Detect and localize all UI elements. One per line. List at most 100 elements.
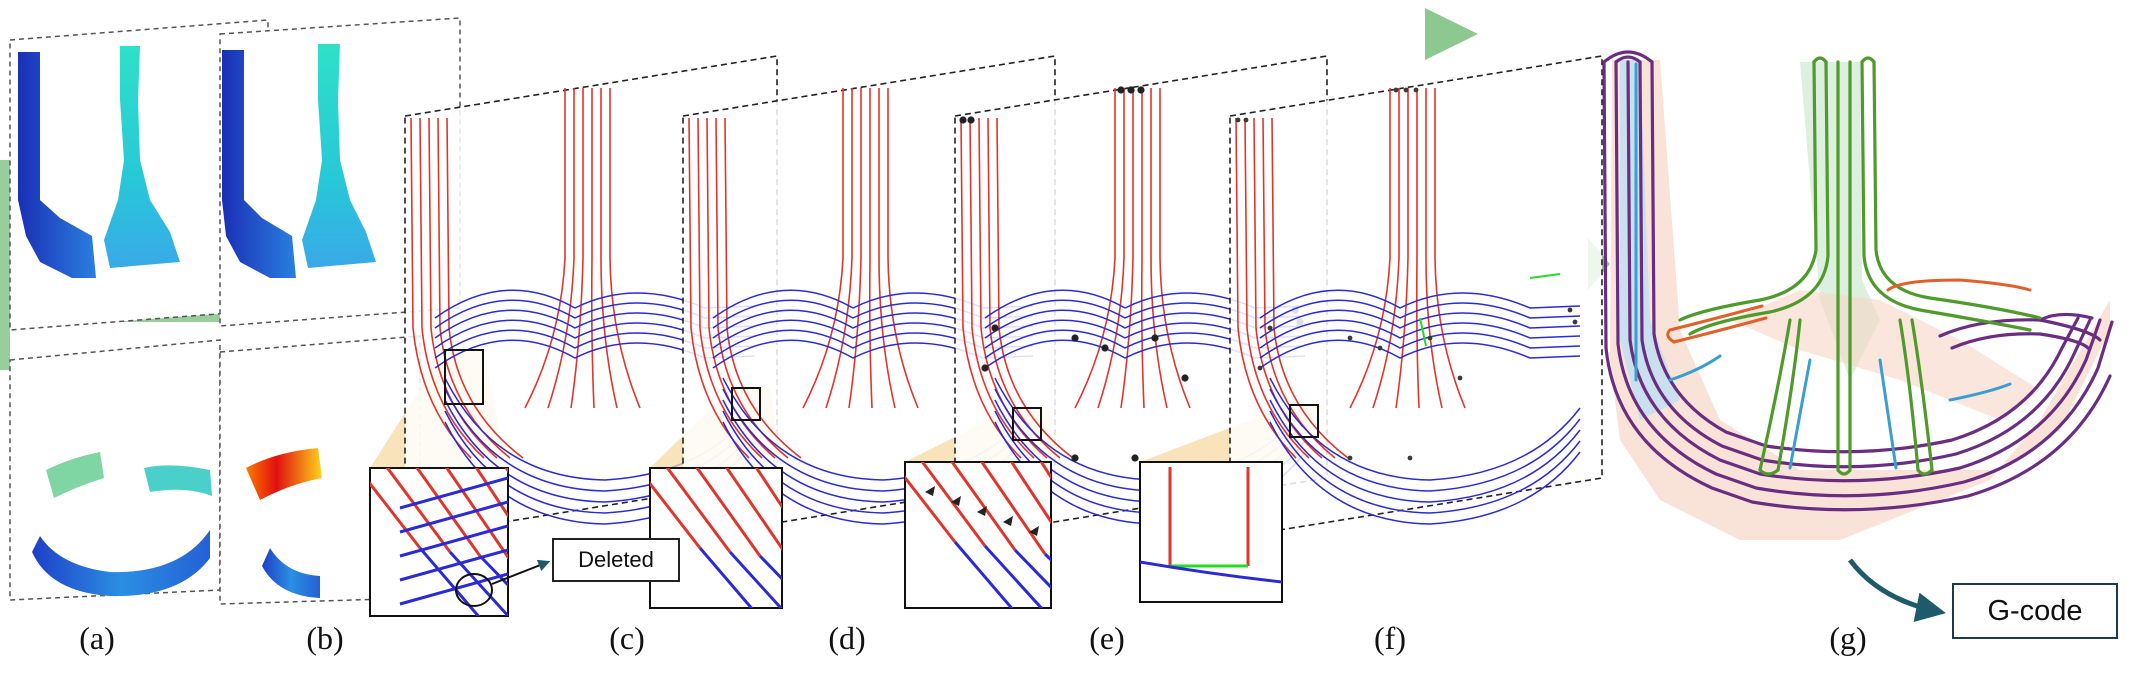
direction-arrow [925, 486, 935, 496]
endpoint-dot [1457, 375, 1463, 381]
red-toolpath [1434, 88, 1466, 409]
endpoint-dot [1393, 87, 1399, 93]
red-toolpath [1159, 88, 1191, 409]
label-d: (d) [828, 620, 866, 656]
red-toolpath [415, 468, 482, 557]
blue-toolpath [984, 299, 1306, 329]
red-toolpath [446, 117, 524, 459]
red-toolpath [878, 88, 896, 409]
endpoint-dot [1407, 455, 1413, 461]
red-toolpath [825, 88, 853, 409]
endpoint-dot [1137, 86, 1145, 94]
blue-toolpath [1259, 319, 1581, 349]
blue-toolpath [399, 524, 508, 558]
blue-toolpath [434, 299, 756, 329]
blue-toolpath [712, 319, 1034, 349]
panel-f [1139, 55, 1603, 603]
red-toolpath [754, 468, 782, 510]
blue-toolpath [712, 289, 1034, 319]
red-toolpath [445, 468, 508, 560]
blue-toolpath [712, 309, 1034, 339]
blue-toolpath [434, 339, 756, 369]
label-a: (a) [79, 620, 115, 656]
endpoint-dot [1071, 454, 1079, 462]
direction-arrow [977, 506, 987, 516]
label-f: (f) [1374, 620, 1406, 656]
red-toolpath [1395, 88, 1409, 409]
red-toolpath [1039, 462, 1051, 480]
red-toolpath [715, 117, 789, 459]
deleted-circle [455, 573, 493, 607]
endpoint-dot [1181, 374, 1189, 382]
red-toolpath [474, 468, 508, 519]
red-toolpath [1349, 88, 1391, 409]
endpoint-dot [1567, 307, 1573, 313]
green-connector [1529, 273, 1561, 279]
red-toolpath [969, 117, 1035, 459]
deleted-annotation: Deleted [552, 538, 680, 582]
red-toolpath [665, 468, 732, 553]
endpoint-dot [991, 324, 999, 332]
red-toolpath [1235, 117, 1297, 459]
label-g: (g) [1829, 620, 1867, 656]
blue-toolpath [790, 560, 850, 618]
red-toolpath [590, 88, 595, 409]
red-toolpath [1372, 88, 1400, 409]
red-toolpath [419, 117, 485, 459]
label-e: (e) [1089, 620, 1125, 656]
blue-toolpath [712, 339, 1034, 369]
red-toolpath [524, 88, 566, 409]
blue-toolpath [983, 544, 1044, 608]
red-toolpath [695, 468, 762, 557]
blue-toolpath [1269, 399, 1581, 503]
endpoint-dot [1243, 117, 1249, 123]
red-toolpath [437, 117, 511, 459]
red-toolpath [697, 117, 763, 459]
panel-b [219, 17, 461, 605]
red-toolpath [410, 117, 472, 459]
endpoint-dot [1071, 334, 1079, 342]
gcode-box: G-code [1952, 583, 2118, 639]
red-toolpath [1271, 117, 1349, 459]
red-toolpath [650, 481, 702, 549]
blue-toolpath [434, 289, 756, 319]
blue-toolpath [820, 564, 880, 618]
red-toolpath [1009, 462, 1051, 525]
blue-toolpath [1269, 377, 1581, 481]
red-toolpath [960, 117, 1022, 459]
red-toolpath [1150, 88, 1168, 409]
red-toolpath [547, 88, 575, 409]
blue-toolpath [399, 476, 508, 510]
red-toolpath [1097, 88, 1125, 409]
blue-toolpath [434, 309, 756, 339]
red-toolpath [987, 117, 1061, 459]
blue-toolpath [984, 289, 1306, 319]
blue-toolpath [434, 319, 756, 349]
blue-toolpath [399, 500, 508, 534]
blue-toolpath [712, 329, 1034, 359]
red-toolpath [1415, 88, 1420, 409]
blue-toolpath [984, 319, 1306, 349]
red-toolpath [724, 117, 802, 459]
blue-toolpath [434, 329, 756, 359]
endpoint-dot [1347, 455, 1353, 461]
red-toolpath [1244, 117, 1310, 459]
red-toolpath [950, 462, 1017, 551]
endpoint-dot [1117, 86, 1125, 94]
blue-toolpath [712, 299, 1034, 329]
red-toolpath [1120, 88, 1134, 409]
panel-a [9, 19, 269, 601]
blue-toolpath [1140, 560, 1282, 584]
panel-b-top-layer [219, 17, 461, 327]
direction-arrow [1003, 516, 1013, 526]
endpoint-dot [1101, 344, 1109, 352]
blue-toolpath [1269, 410, 1581, 514]
blue-toolpath [984, 309, 1306, 339]
direction-arrow [951, 496, 961, 506]
blue-toolpath [1259, 289, 1581, 319]
blue-toolpath [1269, 388, 1581, 492]
endpoint-dot [1403, 87, 1409, 93]
blue-toolpath [1259, 299, 1581, 329]
blue-toolpath [1013, 548, 1051, 590]
endpoint-dot [1267, 325, 1273, 331]
